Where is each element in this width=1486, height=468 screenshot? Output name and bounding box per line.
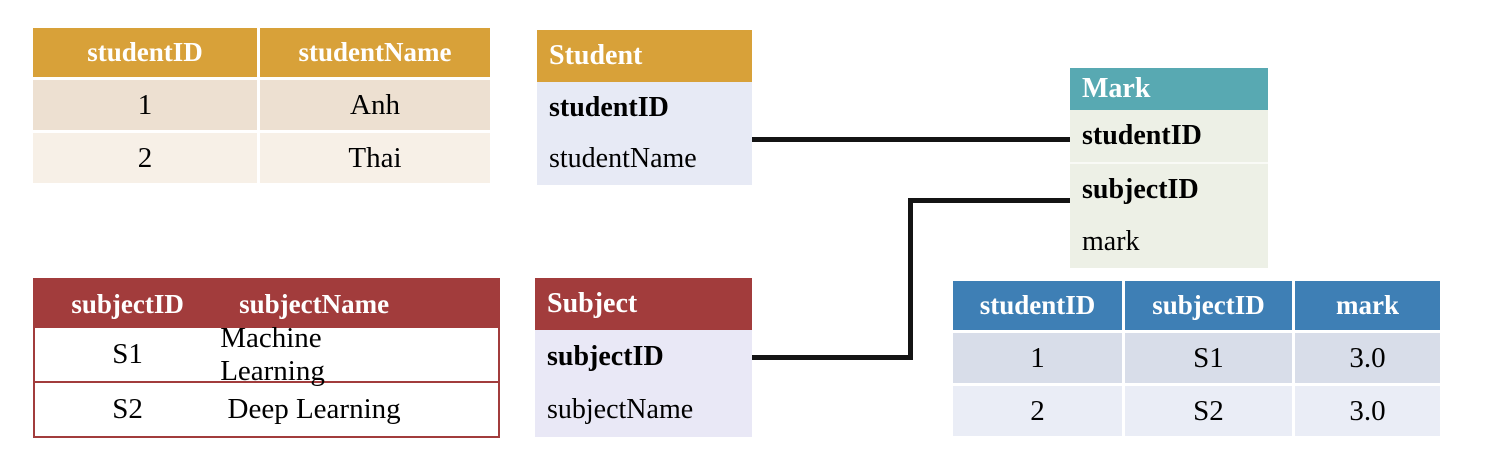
subject-table-row: S1 Machine Learning <box>35 321 498 387</box>
subject-table-header-subjectname: subjectName <box>220 280 498 328</box>
mark-table-header-subjectid: subjectID <box>1125 281 1292 330</box>
subject-data-table: subjectID subjectName S1 Machine Learnin… <box>33 278 500 438</box>
mark-table-cell: 1 <box>953 333 1122 383</box>
mark-entity-title: Mark <box>1070 68 1268 110</box>
mark-table-cell: S2 <box>1125 386 1292 436</box>
student-entity: Student studentID studentName <box>537 30 752 185</box>
student-table-cell: Anh <box>260 80 490 130</box>
mark-entity-field-subjectid: subjectID <box>1070 162 1268 216</box>
subject-table-cell: Deep Learning <box>227 393 401 425</box>
student-table-cell: Thai <box>260 133 490 183</box>
student-to-mark-connector-line <box>752 137 1070 142</box>
mark-table-cell: S1 <box>1125 333 1292 383</box>
subject-to-mark-connector-top-segment <box>908 198 1070 203</box>
student-entity-field-studentid: studentID <box>549 91 669 123</box>
student-table-cell: 1 <box>33 80 257 130</box>
subject-entity-field-subjectid: subjectID <box>547 340 664 372</box>
subject-to-mark-connector-vertical-segment <box>908 198 913 360</box>
mark-table-cell: 2 <box>953 386 1122 436</box>
student-entity-field-studentname: studentName <box>549 143 697 175</box>
subject-table-cell: S2 <box>112 393 143 425</box>
mark-table-cell: 3.0 <box>1295 333 1440 383</box>
mark-table-header-studentid: studentID <box>953 281 1122 330</box>
subject-table-header-subjectid: subjectID <box>35 280 221 328</box>
mark-entity-body: studentID subjectID mark <box>1070 110 1268 268</box>
student-table-cell: 2 <box>33 133 257 183</box>
subject-entity-title: Subject <box>535 278 752 330</box>
mark-table-header-mark: mark <box>1295 281 1440 330</box>
student-entity-body: studentID studentName <box>537 82 752 185</box>
subject-table-row: S2 Deep Learning <box>35 381 498 436</box>
subject-table-cell: S1 <box>112 338 143 370</box>
subject-table-header-row: subjectID subjectName <box>35 280 498 328</box>
mark-entity: Mark studentID subjectID mark <box>1070 68 1268 268</box>
mark-data-table: studentID subjectID mark 1 S1 3.0 2 S2 3… <box>953 281 1440 436</box>
subject-table-cell: Machine Learning <box>220 321 325 387</box>
subject-entity-body: subjectID subjectName <box>535 330 752 437</box>
student-table-header-studentname: studentName <box>260 28 490 77</box>
mark-entity-field-studentid: studentID <box>1082 120 1202 151</box>
student-entity-title: Student <box>537 30 752 82</box>
student-table-header-studentid: studentID <box>33 28 257 77</box>
mark-table-cell: 3.0 <box>1295 386 1440 436</box>
mark-entity-field-mark: mark <box>1082 226 1140 257</box>
subject-to-mark-connector-horizontal-segment <box>752 355 913 360</box>
subject-entity-field-subjectname: subjectName <box>547 394 694 426</box>
subject-entity: Subject subjectID subjectName <box>535 278 752 437</box>
student-data-table: studentID studentName 1 Anh 2 Thai <box>33 28 490 183</box>
